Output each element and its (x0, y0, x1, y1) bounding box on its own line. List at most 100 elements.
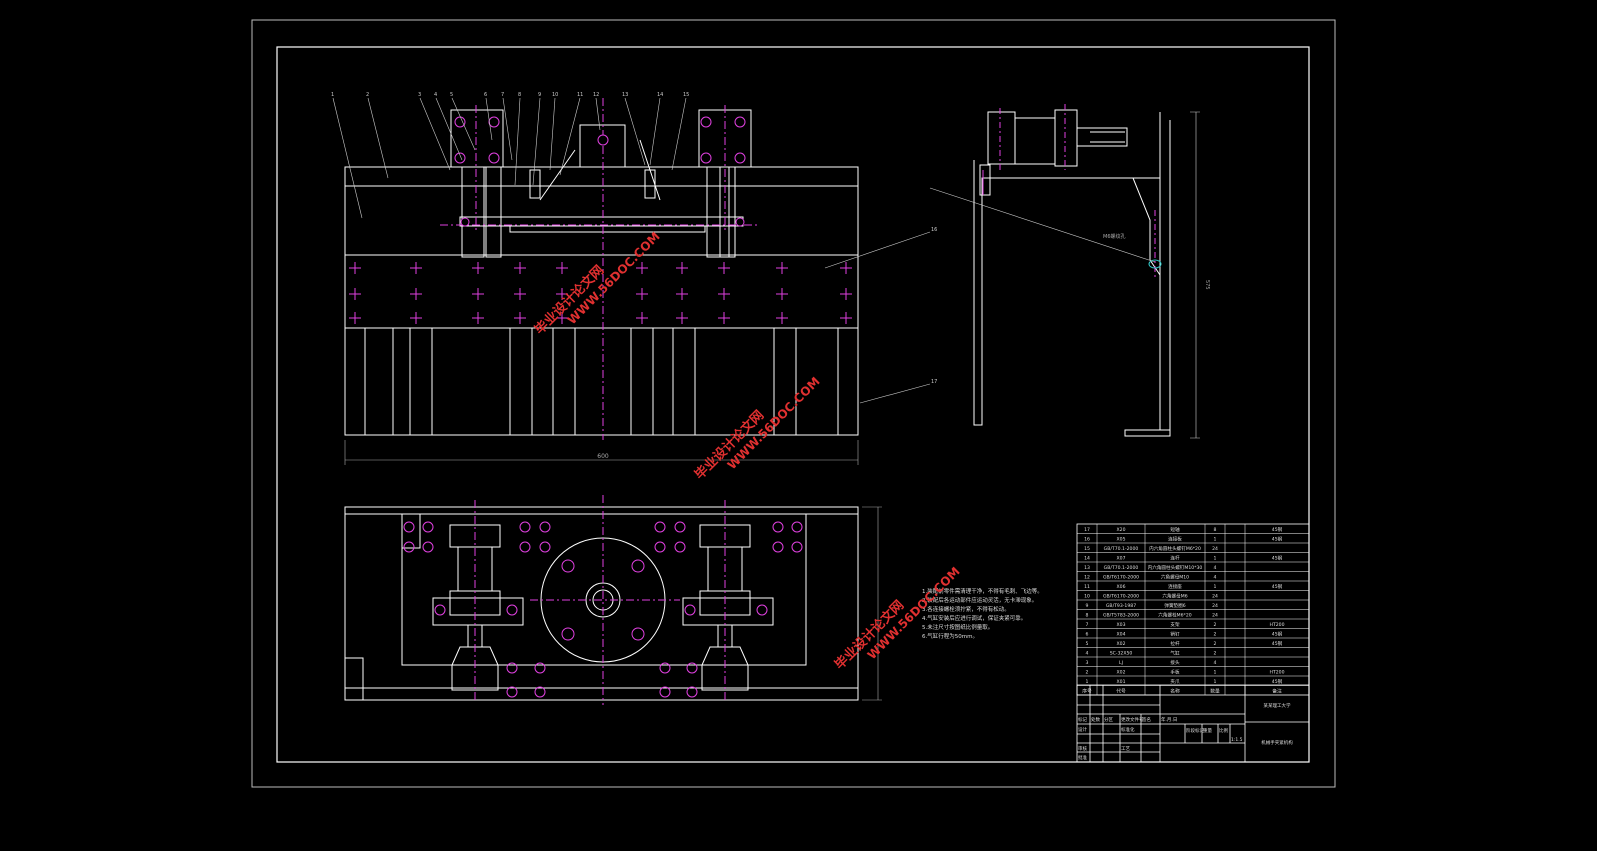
bom-header-cell: 数量 (1210, 688, 1220, 695)
bom-cell: 拉杆 (1170, 640, 1180, 647)
tb-label-standard: 标准化 (1121, 726, 1135, 733)
balloon-10: 10 (552, 92, 558, 98)
note-3: 3.各连接螺栓须拧紧，不得有松动。 (922, 605, 1010, 613)
bom-cell: GB/T93-1987 (1106, 603, 1136, 609)
bom-cell: 1 (1214, 670, 1217, 676)
note-2: 2.装配后各运动部件应运动灵活，无卡滞现象。 (922, 596, 1037, 604)
bom-cell: X04 (1117, 632, 1126, 638)
balloon-11: 11 (577, 92, 583, 98)
bom-cell: 6 (1086, 632, 1089, 638)
note-1: 1.装配前零件需清理干净，不得有毛刺、飞边等。 (922, 587, 1043, 595)
watermark-2: 毕业设计论文网 WWW.56DOC.COM (692, 374, 823, 483)
bom-cell: 8 (1214, 527, 1217, 533)
bom-cell: HT200 (1269, 622, 1284, 628)
watermark-3-url: WWW.56DOC.COM (865, 564, 963, 662)
bom-cell: 1 (1214, 584, 1217, 590)
tb-label-zone: 分区 (1104, 716, 1113, 723)
bom-cell: 45钢 (1272, 631, 1283, 638)
bom-cell: 2 (1214, 632, 1217, 638)
bom-cell: X03 (1117, 622, 1126, 628)
bom-cell: 24 (1212, 546, 1218, 552)
balloon-17: 17 (931, 379, 937, 385)
bom-cell: 1 (1086, 679, 1089, 685)
bom-cell: 4 (1086, 651, 1089, 657)
bom-cell: 夹爪 (1170, 678, 1180, 685)
bom-cell: 内六角圆柱头螺钉M10*30 (1148, 564, 1203, 571)
school-name: 某某理工大学 (1264, 702, 1291, 709)
balloon-7: 7 (501, 92, 504, 98)
bom-cell: X07 (1117, 556, 1126, 562)
bom-cell: 45钢 (1272, 526, 1283, 533)
bom-cell: GB/T6170-2000 (1103, 575, 1139, 581)
bom-cell: 2 (1086, 670, 1089, 676)
balloon-4: 4 (434, 92, 437, 98)
bom-cell: 17 (1084, 527, 1090, 533)
bom-cell: 4 (1214, 565, 1217, 571)
bom-header-cell: 序号 (1082, 688, 1092, 695)
note-6: 6.气缸行程为50mm。 (922, 632, 978, 640)
bom-cell: 24 (1212, 613, 1218, 619)
note-5: 5.未注尺寸按图纸比例量取。 (922, 623, 993, 631)
bom-cell: 3 (1086, 660, 1089, 666)
bom-cell: 弹簧垫圈6 (1164, 602, 1185, 609)
bom-cell: 45钢 (1272, 555, 1283, 562)
bom-cell: 9 (1086, 603, 1089, 609)
bom-cell: 10 (1084, 594, 1090, 600)
bom-cell: 1 (1214, 556, 1217, 562)
bom-cell: 12 (1084, 575, 1090, 581)
bom-cell: 45钢 (1272, 640, 1283, 647)
bom-cell: 4 (1214, 575, 1217, 581)
balloon-9: 9 (538, 92, 541, 98)
balloon-16: 16 (931, 227, 937, 233)
front-dimension (344, 440, 859, 465)
bom-cell: HT200 (1269, 670, 1284, 676)
bom-cell: 短轴 (1170, 526, 1180, 533)
balloon-5: 5 (450, 92, 453, 98)
bom-cell: GB/T6170-2000 (1103, 594, 1139, 600)
bom-header-cell: 名称 (1170, 688, 1180, 695)
bom-cell: 1 (1214, 537, 1217, 543)
tb-label-weight: 重量 (1203, 727, 1212, 734)
tb-label-approve: 批准 (1078, 754, 1087, 761)
bom-cell: 8 (1086, 613, 1089, 619)
bom-cell: 2 (1214, 641, 1217, 647)
hole-row-1 (349, 262, 852, 274)
note-4: 4.气缸安装后应进行调试，保证夹紧可靠。 (922, 614, 1026, 622)
front-bolt-holes (349, 98, 852, 440)
bom-cell: X05 (1117, 537, 1126, 543)
bom-cell: 手板 (1170, 669, 1180, 676)
bom-cell: 45钢 (1272, 583, 1283, 590)
bom-cell: 销钉 (1170, 631, 1180, 638)
bom-cell: 13 (1084, 565, 1090, 571)
watermarks: 毕业设计论文网 WWW.56DOC.COM 毕业设计论文网 WWW.56DOC.… (532, 229, 963, 673)
watermark-1-url: WWW.56DOC.COM (565, 229, 663, 327)
bom-cell: X02 (1117, 670, 1126, 676)
technical-notes: 1.装配前零件需清理干净，不得有毛刺、飞边等。 2.装配后各运动部件应运动灵活，… (922, 587, 1043, 640)
watermark-1: 毕业设计论文网 WWW.56DOC.COM (532, 229, 663, 338)
side-view-details (982, 104, 1162, 280)
tb-label-process: 工艺 (1121, 746, 1130, 752)
balloon-3: 3 (418, 92, 421, 98)
bom-cell: X20 (1117, 527, 1126, 533)
bom-cell: 5 (1086, 641, 1089, 647)
top-view-holes (403, 495, 803, 705)
front-leader-lines (332, 97, 931, 404)
tb-label-date: 年.月.日 (1161, 716, 1177, 723)
bom-cell: 连接座 (1168, 583, 1182, 590)
drawing-frame (276, 46, 1310, 763)
front-view (344, 109, 859, 436)
balloon-8: 8 (518, 92, 521, 98)
bom-cell: GB/T70.1-2000 (1104, 565, 1139, 571)
bom-cell: 六角螺母M6 (1162, 593, 1187, 600)
bom-cell: 支架 (1170, 621, 1180, 628)
bom-cell: X01 (1117, 679, 1126, 685)
bom-cell: 15 (1084, 546, 1090, 552)
tb-scale-value: 1:1.5 (1231, 737, 1243, 743)
side-height-dimension: 575 (1204, 280, 1210, 290)
bom-cell: 24 (1212, 594, 1218, 600)
bom-cell: 2 (1214, 651, 1217, 657)
side-annotation: M6螺纹孔 (1103, 233, 1126, 240)
tb-label-review: 审核 (1078, 745, 1087, 752)
balloon-1: 1 (331, 92, 334, 98)
